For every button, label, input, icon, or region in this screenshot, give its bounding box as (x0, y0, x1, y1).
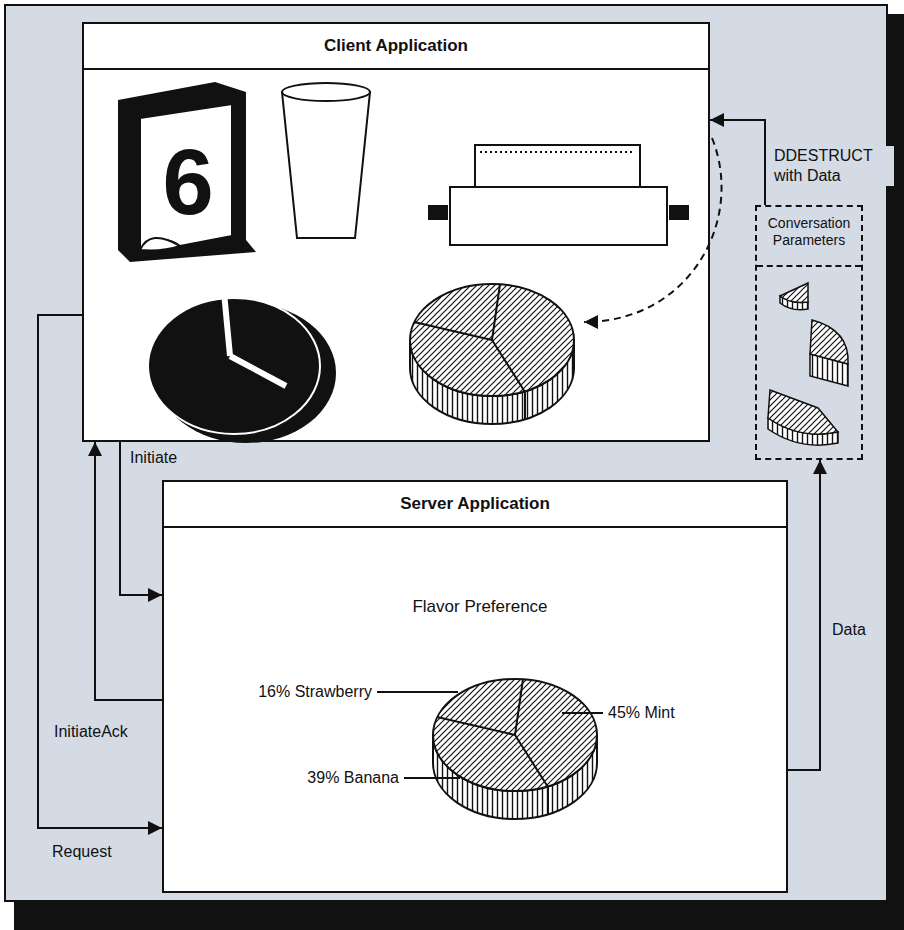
dashed-divider (757, 265, 861, 267)
cup-body (282, 92, 370, 238)
leader-line (404, 777, 460, 779)
client-icons (118, 82, 722, 443)
calendar-page (140, 104, 232, 250)
message-label: Data (830, 620, 868, 640)
slice-label: 39% Banana (307, 768, 399, 788)
server-illustration (162, 480, 788, 893)
box-caption: Conversation Parameters (757, 207, 861, 249)
client-illustration (82, 22, 710, 442)
server-chart (377, 679, 603, 819)
paper-perforation (480, 151, 635, 153)
pie-slice-edge (414, 284, 525, 419)
pie-piece (768, 390, 838, 434)
clock-hand (224, 292, 230, 356)
slice-label: 16% Strawberry (258, 682, 372, 702)
server-window: Server ApplicationFlavor Preference 16% S… (162, 480, 788, 893)
window-title: Server Application (164, 482, 786, 528)
cup-rim (282, 83, 370, 101)
printer-tab (428, 205, 448, 220)
leader-line (562, 712, 603, 714)
window-title: Client Application (84, 24, 708, 70)
client-window: Client Application 6 (82, 22, 710, 442)
message-arrow (95, 442, 162, 700)
printer-tab (669, 205, 689, 220)
calendar-curl (140, 238, 180, 251)
clock-hand (230, 356, 286, 386)
printer-paper (475, 145, 640, 187)
pie-piece (810, 320, 848, 364)
calendar-date: 6 (162, 136, 213, 228)
printer-body (450, 187, 667, 245)
message-label: Request (50, 842, 114, 862)
pie-slice-edge (437, 679, 548, 814)
slice-label: 45% Mint (608, 703, 675, 723)
pie-piece (780, 283, 808, 302)
chart-title: Flavor Preference (412, 597, 547, 617)
dashed-transfer-arrow (584, 138, 722, 322)
message-label: InitiateAck (52, 722, 130, 742)
message-label: Initiate (128, 448, 179, 468)
message-arrow (788, 460, 820, 770)
clock-face (148, 298, 320, 434)
message-label: DDESTRUCT with Data (772, 146, 894, 186)
calendar-body (118, 82, 256, 262)
parameters-box: Conversation Parameters (755, 205, 863, 460)
pie-pieces (768, 283, 848, 445)
leader-line (377, 691, 458, 693)
